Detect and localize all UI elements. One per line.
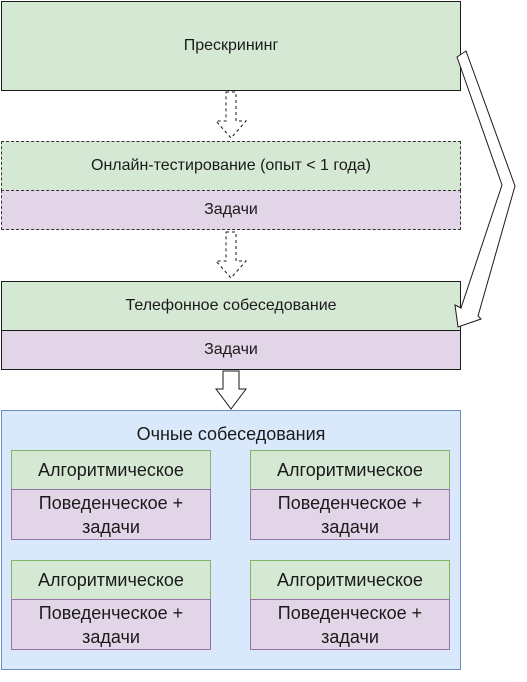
onsite-card-1-top: Алгоритмическое xyxy=(11,450,211,490)
onsite-card-1-bottom: Поведенческое + задачи xyxy=(11,489,211,540)
prescreening-box: Прескрининг xyxy=(1,1,461,91)
online-tasks-label: Задачи xyxy=(204,201,258,218)
phone-tasks-label: Задачи xyxy=(204,341,258,358)
phone-interview-box: Телефонное собеседование xyxy=(1,281,461,331)
onsite-card-label: Поведенческое + задачи xyxy=(38,602,184,647)
online-testing-label: Онлайн-тестирование (опыт < 1 года) xyxy=(91,157,371,174)
onsite-card-label: Поведенческое + задачи xyxy=(277,492,423,537)
onsite-card-3-top: Алгоритмическое xyxy=(11,560,211,600)
phone-tasks-box: Задачи xyxy=(1,330,461,370)
bypass-arrow xyxy=(454,50,516,328)
onsite-card-4-bottom: Поведенческое + задачи xyxy=(250,599,450,650)
flow-arrow-solid xyxy=(215,370,247,410)
online-testing-box: Онлайн-тестирование (опыт < 1 года) xyxy=(1,141,461,191)
onsite-card-label: Алгоритмическое xyxy=(38,570,184,590)
onsite-card-label: Алгоритмическое xyxy=(277,460,423,480)
onsite-card-3-bottom: Поведенческое + задачи xyxy=(11,599,211,650)
prescreening-label: Прескрининг xyxy=(183,37,279,54)
onsite-card-4-top: Алгоритмическое xyxy=(250,560,450,600)
onsite-card-label: Поведенческое + задачи xyxy=(38,492,184,537)
flow-arrow-dashed-2 xyxy=(214,231,248,279)
onsite-card-2-bottom: Поведенческое + задачи xyxy=(250,489,450,540)
onsite-card-label: Поведенческое + задачи xyxy=(277,602,423,647)
onsite-card-label: Алгоритмическое xyxy=(38,460,184,480)
onsite-card-label: Алгоритмическое xyxy=(277,570,423,590)
onsite-title: Очные собеседования xyxy=(136,424,326,444)
phone-interview-label: Телефонное собеседование xyxy=(125,297,337,314)
flow-arrow-dashed-1 xyxy=(214,91,248,139)
online-tasks-box: Задачи xyxy=(1,190,461,230)
onsite-card-2-top: Алгоритмическое xyxy=(250,450,450,490)
